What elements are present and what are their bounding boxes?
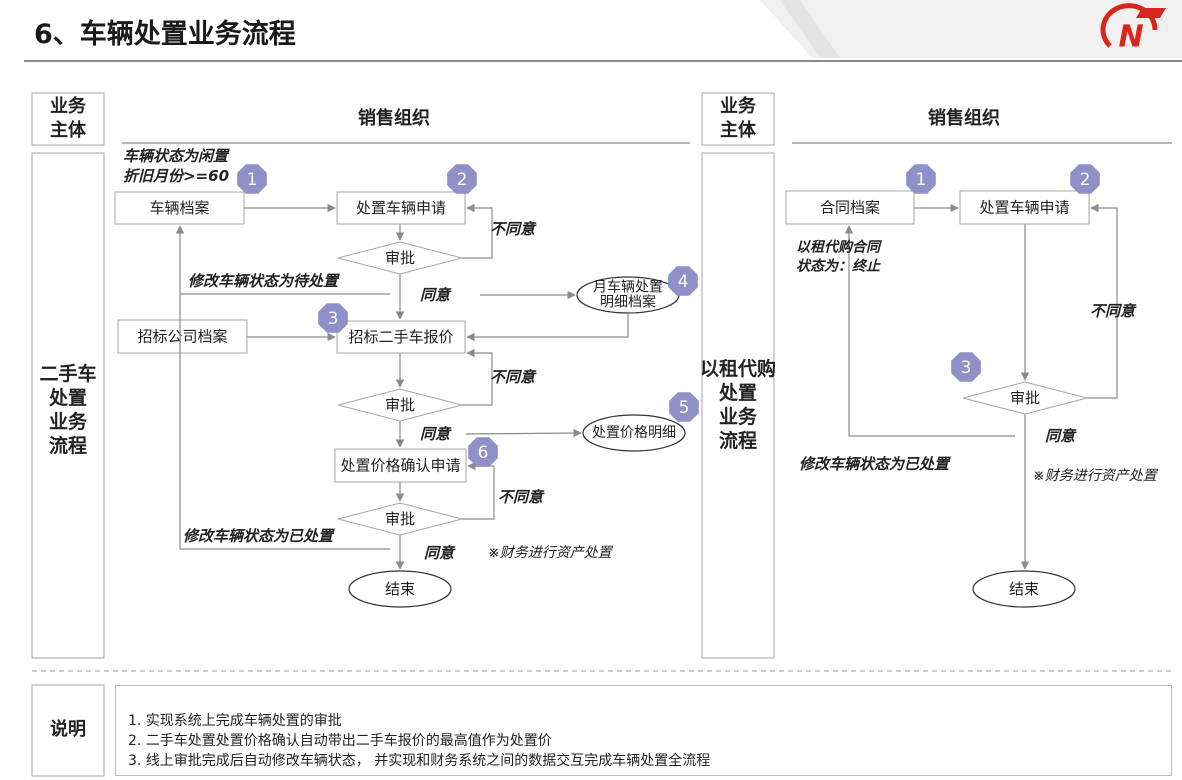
left-badge-3-number: 3 — [328, 309, 339, 329]
right-node-contract-label: 合同档案 — [820, 198, 880, 216]
left-node-price-detail[interactable]: 处置价格明细 — [582, 414, 686, 452]
left-badge-1-number: 1 — [247, 170, 258, 190]
right-badge-3: 3 — [951, 352, 981, 382]
right-badge-2-number: 2 — [1080, 170, 1091, 190]
left-lane-label: 二手车处置业务流程 — [39, 362, 96, 457]
left-node-quote-label: 招标二手车报价 — [348, 328, 453, 346]
left-org-header: 销售组织 — [358, 107, 430, 129]
left-edge-to-price-detail — [465, 428, 582, 438]
note-item-2: 2. 二手车处置处置价格确认自动带出二手车报价的最高值作为处置价 — [128, 733, 552, 749]
left-node-price-detail-label: 处置价格明细 — [592, 425, 676, 441]
note-item-3: 3. 线上审批完成后自动修改车辆状态， 并实现和财务系统之间的数据交互完成车辆处… — [128, 753, 711, 769]
logo-letter: N — [1118, 20, 1143, 55]
left-node-monthly-detail[interactable]: 月车辆处置明细档案 — [576, 276, 680, 314]
nv-logo-icon: N — [1100, 3, 1166, 55]
right-lane-label-box — [701, 152, 775, 659]
right-label-finance: ※财务进行资产处置 — [1033, 468, 1159, 484]
right-node-contract[interactable]: 合同档案 — [785, 190, 915, 225]
left-label-reject2: 不同意 — [490, 368, 537, 386]
left-label-set-pending: 修改车辆状态为待处置 — [188, 272, 340, 290]
note-label: 说明 — [50, 718, 86, 740]
left-node-approve1-label: 审批 — [385, 249, 415, 267]
right-edge-reject — [1087, 203, 1118, 399]
left-badge-4: 4 — [668, 266, 698, 296]
left-node-bid-archive-label: 招标公司档案 — [137, 327, 227, 345]
left-edge-reject2 — [462, 348, 493, 406]
left-label-reject1: 不同意 — [490, 220, 537, 238]
page-title: 6、车辆处置业务流程 — [34, 19, 296, 50]
left-node-approve2[interactable]: 审批 — [337, 388, 463, 422]
left-label-reject3: 不同意 — [498, 488, 545, 506]
left-node-bid-archive[interactable]: 招标公司档案 — [117, 319, 248, 354]
left-node-apply[interactable]: 处置车辆申请 — [336, 191, 466, 225]
left-badge-5: 5 — [669, 392, 699, 422]
left-node-end[interactable]: 结束 — [348, 570, 452, 608]
right-badge-2: 2 — [1070, 164, 1100, 194]
left-label-finance: ※财务进行资产处置 — [488, 545, 614, 561]
left-node-price-apply-label: 处置价格确认申请 — [340, 456, 460, 474]
left-badge-6-number: 6 — [478, 443, 489, 463]
left-edge-disposed — [175, 225, 390, 550]
right-badge-1-number: 1 — [916, 170, 927, 190]
right-node-approve[interactable]: 审批 — [962, 381, 1088, 415]
left-node-price-apply[interactable]: 处置价格确认申请 — [334, 448, 467, 483]
right-node-apply[interactable]: 处置车辆申请 — [959, 190, 1090, 225]
note-box: 1. 实现系统上完成车辆处置的审批 2. 二手车处置处置价格确认自动带出二手车报… — [115, 685, 1172, 776]
right-node-apply-label: 处置车辆申请 — [979, 198, 1069, 216]
left-node-monthly-detail-label: 月车辆处置明细档案 — [593, 279, 663, 311]
left-node-approve2-label: 审批 — [385, 396, 415, 414]
left-badge-4-number: 4 — [678, 272, 689, 292]
right-node-approve-label: 审批 — [1010, 389, 1040, 407]
left-badge-2: 2 — [447, 164, 477, 194]
left-node-archive[interactable]: 车辆档案 — [114, 191, 245, 225]
right-org-header: 销售组织 — [928, 107, 1000, 129]
left-label-agree1: 同意 — [420, 286, 452, 304]
header-decoration — [760, 0, 1182, 58]
note-item-1: 1. 实现系统上完成车辆处置的审批 — [128, 713, 342, 729]
left-node-apply-label: 处置车辆申请 — [356, 199, 446, 217]
left-subject-header — [31, 92, 105, 146]
right-edge-disposed — [844, 225, 1015, 437]
right-badge-3-number: 3 — [961, 358, 972, 378]
left-badge-3: 3 — [318, 303, 348, 333]
left-edge-monthly-quote — [466, 313, 629, 342]
right-label-reject: 不同意 — [1090, 302, 1137, 320]
left-node-archive-label: 车辆档案 — [149, 199, 209, 217]
left-node-approve1[interactable]: 审批 — [337, 241, 463, 275]
left-node-approve3[interactable]: 审批 — [337, 502, 463, 536]
left-node-approve3-label: 审批 — [385, 510, 415, 528]
left-edge-reject1 — [462, 203, 493, 259]
left-badge-2-number: 2 — [457, 170, 468, 190]
header-divider — [24, 60, 1182, 62]
left-edge-reject3 — [462, 461, 495, 520]
note-label-box — [31, 684, 105, 777]
left-badge-6: 6 — [468, 437, 498, 467]
right-badge-1: 1 — [906, 164, 936, 194]
right-lane-label: 以租代购处置业务流程 — [700, 357, 776, 452]
left-node-quote[interactable]: 招标二手车报价 — [336, 320, 466, 354]
left-label-set-disposed: 修改车辆状态为已处置 — [183, 527, 335, 545]
left-subject-header-text: 业务主体 — [50, 95, 87, 141]
left-note-status: 车辆状态为闲置折旧月份>=60 — [123, 147, 230, 185]
right-node-end[interactable]: 结束 — [972, 570, 1076, 608]
left-badge-5-number: 5 — [679, 398, 690, 418]
left-lane-label-box — [31, 152, 105, 659]
left-node-end-label: 结束 — [385, 580, 415, 598]
left-label-agree2: 同意 — [420, 425, 452, 443]
right-subject-header — [701, 92, 775, 146]
right-label-set-disposed: 修改车辆状态为已处置 — [799, 455, 951, 473]
left-label-agree3: 同意 — [424, 544, 456, 562]
left-badge-1: 1 — [237, 164, 267, 194]
right-node-end-label: 结束 — [1009, 580, 1039, 598]
right-label-agree: 同意 — [1045, 427, 1077, 445]
right-label-contract-status: 以租代购合同状态为：终止 — [796, 239, 882, 275]
right-subject-header-text: 业务主体 — [720, 95, 757, 141]
